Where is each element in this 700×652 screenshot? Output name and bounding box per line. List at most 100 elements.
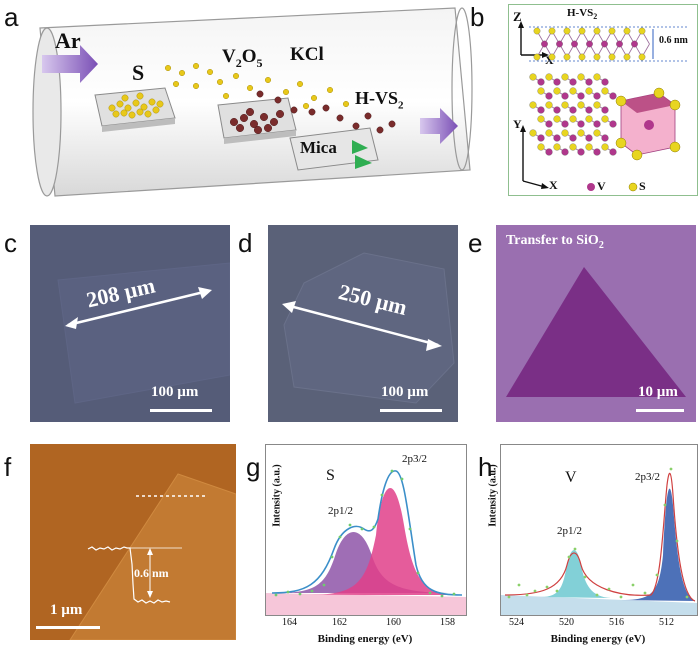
sulfur-atom — [593, 53, 601, 61]
scale-label: 10 µm — [638, 384, 678, 400]
vanadium-atom — [577, 148, 585, 156]
sulfur-label: S — [132, 60, 145, 85]
sulfur-atom — [593, 27, 601, 35]
peak-label-2p3-2: 2p3/2 — [635, 471, 661, 483]
sulfur-atom — [561, 73, 569, 81]
vanadium-atom — [569, 106, 577, 114]
transferred-flake — [506, 267, 686, 397]
vanadium-atom — [545, 148, 553, 156]
vanadium-atom — [571, 40, 578, 48]
vanadium-atom — [553, 134, 561, 142]
height-profile — [87, 546, 171, 604]
legend-s-dot — [628, 182, 638, 192]
gas-outlet-arrow — [420, 108, 458, 144]
sulfur-atom — [537, 115, 545, 123]
vanadium-atom — [545, 92, 553, 100]
tick-label: 524 — [509, 617, 524, 628]
precursor-vapor — [256, 90, 396, 134]
element-label: S — [326, 467, 335, 484]
x-axis-bottom — [522, 180, 546, 188]
vanadium-atom — [585, 134, 593, 142]
sulfur-atom — [563, 27, 571, 35]
micrograph-c: 208 µm 100 µm — [30, 225, 230, 422]
vanadium-atom — [577, 92, 585, 100]
vanadium-atom — [593, 148, 601, 156]
panel-a: a — [0, 0, 490, 200]
vanadium-atom — [537, 106, 545, 114]
peak-label-2p1-2: 2p1/2 — [557, 525, 583, 537]
sulfur-atom — [553, 115, 561, 123]
x-ticks: 164 162 160 158 — [270, 617, 470, 631]
xps-plot-h: V 2p1/2 2p3/2 — [500, 444, 698, 616]
sulfur-atom — [593, 101, 601, 109]
sulfur-atom — [529, 101, 537, 109]
sulfur-atom — [608, 53, 616, 61]
flake-outline — [57, 262, 230, 404]
sulfur-atom — [638, 27, 646, 35]
vanadium-atom — [569, 78, 577, 86]
vanadium-atom — [556, 40, 563, 48]
scale-bar — [380, 409, 442, 412]
panel-label-c: c — [4, 228, 17, 258]
afm-image-f: 0.6 nm 1 µm — [30, 444, 236, 640]
sulfur-atom — [545, 101, 553, 109]
vanadium-atom — [593, 92, 601, 100]
tick-label: 164 — [282, 617, 297, 628]
vanadium-atom — [553, 78, 561, 86]
gas-inlet-arrow — [42, 45, 98, 83]
vanadium-atom — [537, 78, 545, 86]
sulfur-atom — [537, 87, 545, 95]
sulfur-atom — [585, 143, 593, 151]
panel-label-f: f — [4, 452, 12, 482]
vanadium-atom — [586, 40, 593, 48]
peak-label-2p3-2: 2p3/2 — [402, 453, 428, 465]
micrograph-d: 250 µm 100 µm — [268, 225, 458, 422]
data-points — [507, 467, 689, 599]
legend-s-label: S — [639, 179, 646, 193]
sulfur-atom — [533, 53, 541, 61]
structure-title: H-VS2 — [567, 7, 598, 22]
peak-2p3-2 — [306, 487, 461, 595]
scale-label: 100 µm — [381, 384, 429, 400]
fit-envelope — [271, 470, 463, 596]
axis-z-label: Z — [513, 9, 522, 24]
vanadium-atom — [569, 134, 577, 142]
scale-bar — [36, 626, 100, 629]
sulfur-atom — [533, 27, 541, 35]
axis-x-top-label: X — [545, 53, 554, 67]
panel-label-h: h — [478, 452, 493, 482]
sulfur-atom — [593, 129, 601, 137]
panel-label-d: d — [238, 228, 253, 258]
sulfur-atom — [553, 87, 561, 95]
scale-bar — [636, 409, 684, 412]
axis-x-bottom-label: X — [549, 178, 558, 192]
panel-label-g: g — [246, 452, 261, 482]
sulfur-atom — [577, 101, 585, 109]
sulfur-atom — [545, 129, 553, 137]
peak-2p3-2 — [621, 488, 695, 601]
panel-label-e: e — [468, 228, 483, 258]
sulfur-atom — [563, 53, 571, 61]
tube-outlet-ring — [451, 7, 473, 171]
transfer-caption: Transfer to SiO2 — [506, 233, 604, 251]
vanadium-atom — [553, 106, 561, 114]
y-axis-label: Intensity (a.u.) — [271, 464, 283, 527]
scale-bar — [150, 409, 212, 412]
tick-label: 162 — [332, 617, 347, 628]
data-points — [274, 469, 456, 598]
panel-label-b: b — [470, 2, 485, 32]
sulfur-atom — [569, 87, 577, 95]
element-label: V — [565, 469, 577, 486]
sulfur-atom — [545, 73, 553, 81]
substrate-label: Mica — [300, 138, 337, 157]
sulfur-atom — [561, 101, 569, 109]
sulfur-atom — [529, 129, 537, 137]
sulfur-atom — [578, 53, 586, 61]
panel-b: Z H-VS2 0.6 nm X Y X V S — [508, 4, 698, 196]
precursor-particles — [229, 107, 285, 134]
vanadium-atom — [601, 134, 609, 142]
sulfur-atom — [608, 27, 616, 35]
legend-v-label: V — [597, 179, 606, 193]
scale-label: 1 µm — [50, 602, 83, 618]
step-height-label: 0.6 nm — [134, 566, 169, 580]
